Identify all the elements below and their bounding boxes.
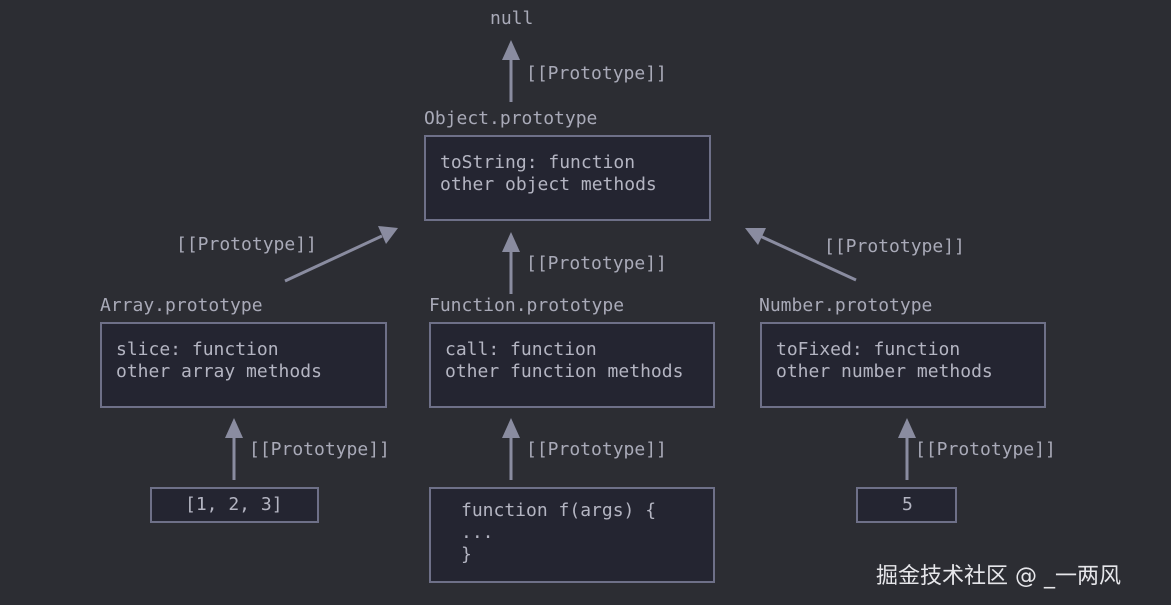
arrow-array-to-object [284,226,398,283]
edge-label-array-object: [[Prototype]] [176,234,317,255]
object-prototype-line-2: other object methods [440,174,657,195]
array-prototype-line-2: other array methods [116,361,322,382]
arrow-array-instance [225,418,243,480]
object-prototype-title: Object.prototype [424,108,598,129]
function-instance-line-3: } [461,544,472,565]
arrow-number-instance [898,418,916,480]
arrow-object-to-null [502,40,520,102]
array-prototype-line-1: slice: function [116,339,279,360]
function-prototype-line-2: other function methods [445,361,684,382]
function-instance-line-1: function f(args) { [461,500,657,521]
array-prototype-title: Array.prototype [100,295,263,316]
edge-label-function-instance: [[Prototype]] [526,439,667,460]
array-instance-box: [1, 2, 3] [150,487,319,523]
function-prototype-title: Function.prototype [429,295,625,316]
watermark: 掘金技术社区 @ _一两风 [876,564,1121,589]
arrow-number-to-object [745,228,857,282]
arrow-function-instance [502,418,520,480]
edge-label-object-null: [[Prototype]] [526,63,667,84]
edge-label-function-object: [[Prototype]] [526,253,667,274]
object-prototype-line-1: toString: function [440,152,636,173]
number-prototype-line-1: toFixed: function [776,339,961,360]
arrow-function-to-object [502,232,520,294]
number-prototype-box: toFixed: function other number methods [760,322,1046,408]
function-instance-box: function f(args) { ... } [429,487,715,583]
number-instance-text: 5 [902,494,913,515]
function-prototype-box: call: function other function methods [429,322,715,408]
array-instance-text: [1, 2, 3] [185,494,283,515]
edge-label-array-instance: [[Prototype]] [249,439,390,460]
number-prototype-title: Number.prototype [759,295,933,316]
null-label: null [490,8,534,29]
function-prototype-line-1: call: function [445,339,597,360]
array-prototype-box: slice: function other array methods [100,322,387,408]
number-prototype-line-2: other number methods [776,361,993,382]
number-instance-box: 5 [856,487,957,523]
edge-label-number-instance: [[Prototype]] [915,439,1056,460]
edge-label-number-object: [[Prototype]] [824,236,965,257]
object-prototype-box: toString: function other object methods [424,135,711,221]
function-instance-line-2: ... [461,522,494,543]
